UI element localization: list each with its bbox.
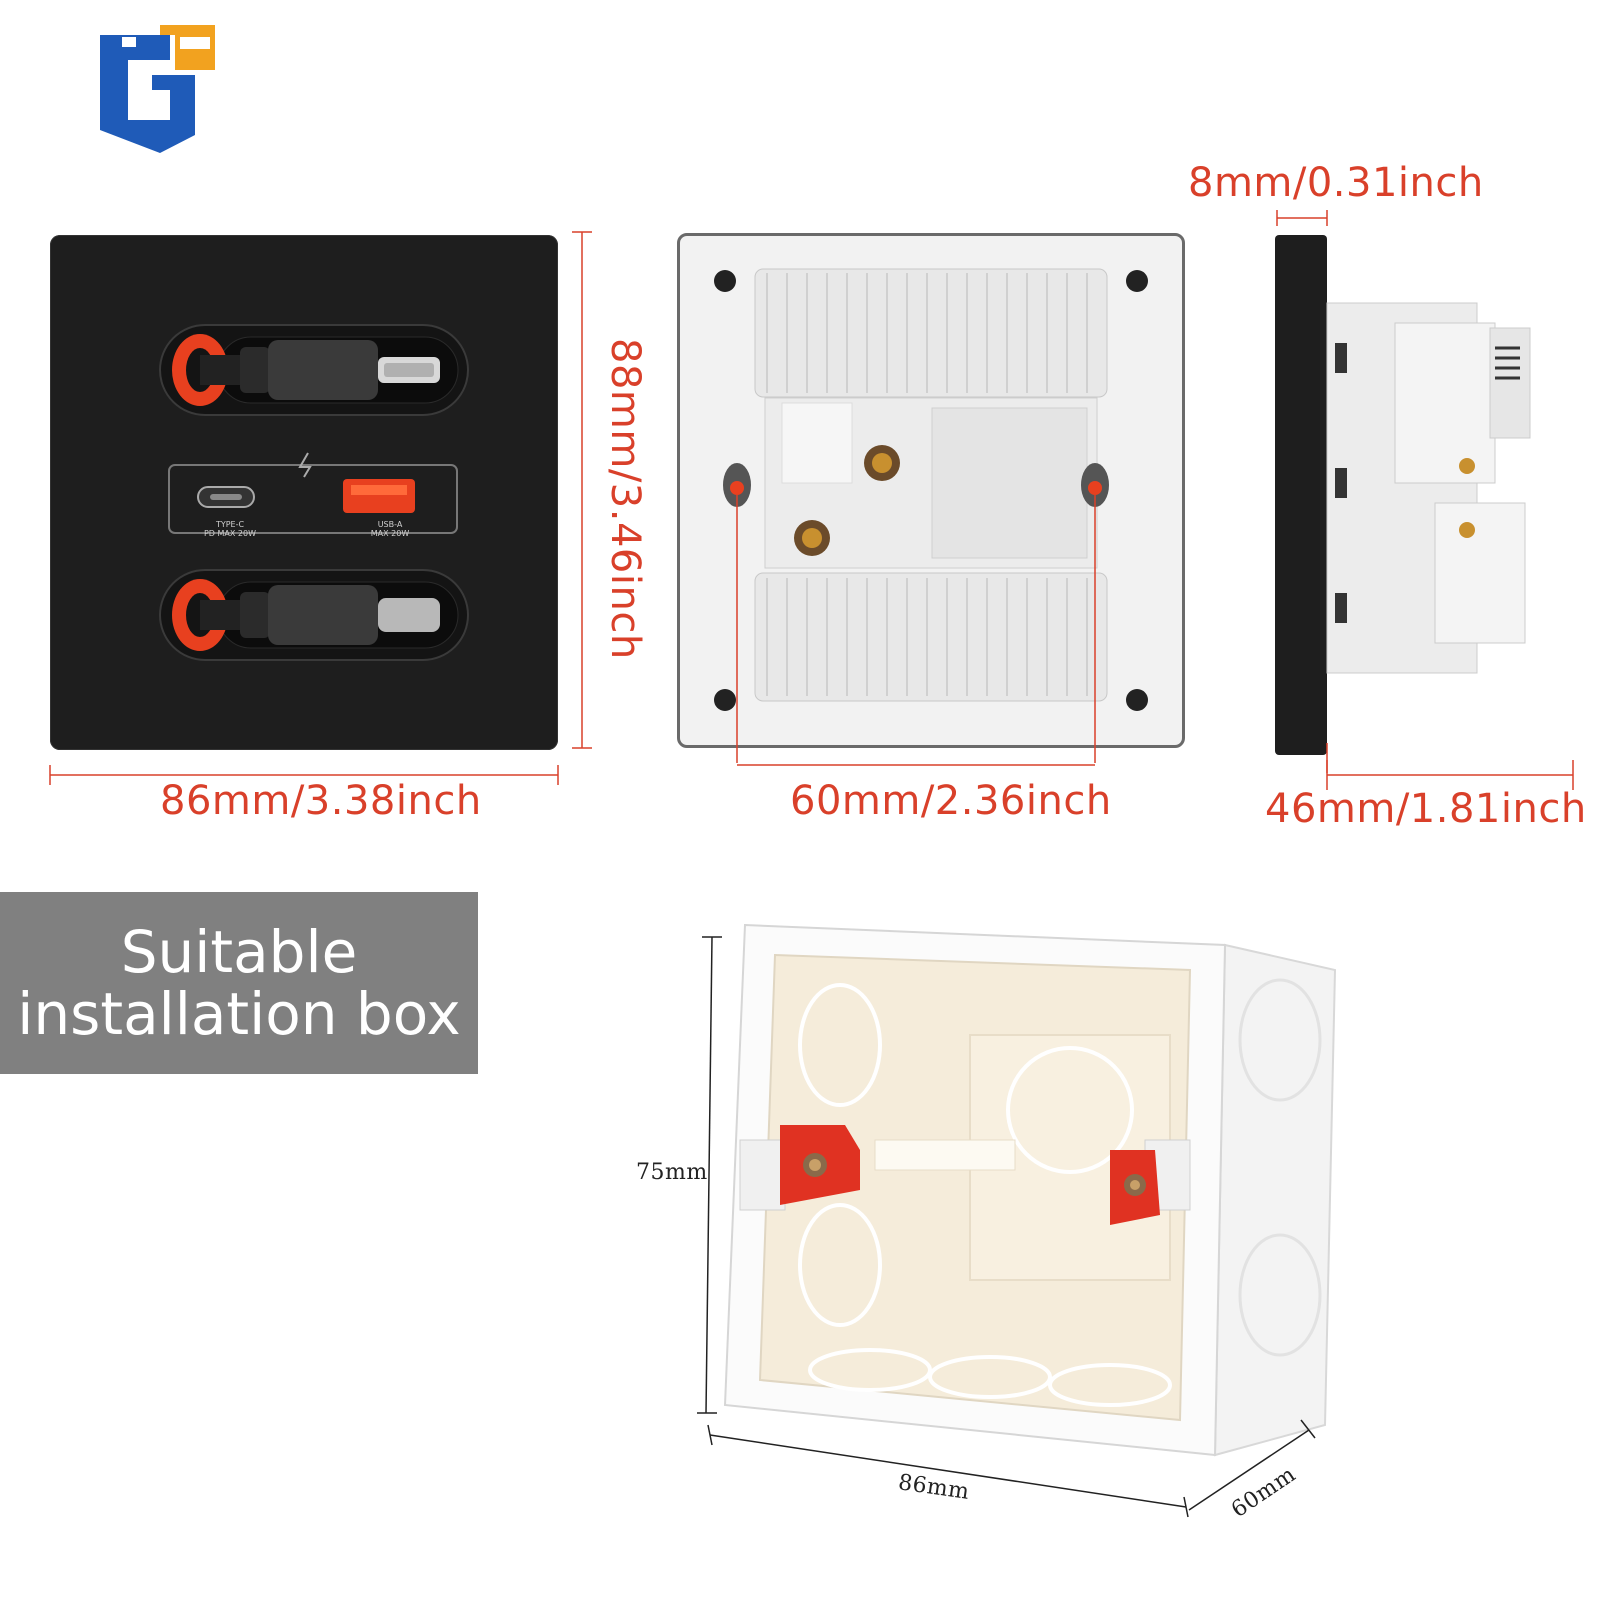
lightning-cable-slot xyxy=(159,324,469,416)
front-height-dimension-line xyxy=(572,231,592,749)
plate-thickness-label: 8mm/0.31inch xyxy=(1188,160,1484,206)
banner-line-2: installation box xyxy=(17,980,461,1048)
type-c-port-label: TYPE-C PD MAX 20W xyxy=(203,520,256,538)
back-mount-width-label: 60mm/2.36inch xyxy=(790,778,1112,824)
back-panel-detail xyxy=(714,268,1148,763)
box-width-dimension-line xyxy=(707,1424,1189,1518)
usb-c-cable-slot xyxy=(159,569,469,661)
front-width-dimension-line xyxy=(49,765,559,785)
front-width-label: 86mm/3.38inch xyxy=(160,778,482,824)
installation-box xyxy=(723,923,1337,1457)
usb-ports-strip xyxy=(168,452,458,534)
plate-thickness-dimension-line xyxy=(1276,210,1328,226)
front-panel xyxy=(50,235,558,750)
installation-box-banner: Suitable installation box xyxy=(0,892,478,1074)
usb-a-port-label: USB-A MAX 20W xyxy=(370,520,410,538)
front-height-label: 88mm/3.46inch xyxy=(602,338,648,660)
box-height-dimension-line xyxy=(697,936,722,1414)
box-depth-dimension-line xyxy=(1188,1419,1316,1511)
back-mount-width-dimension-line xyxy=(737,764,1095,766)
box-height-label: 75mm xyxy=(636,1160,708,1185)
side-view xyxy=(1275,235,1531,773)
side-depth-dimension-line xyxy=(1326,760,1574,790)
side-depth-label: 46mm/1.81inch xyxy=(1265,786,1587,832)
brand-logo-icon xyxy=(100,25,215,153)
banner-line-1: Suitable xyxy=(120,918,358,986)
